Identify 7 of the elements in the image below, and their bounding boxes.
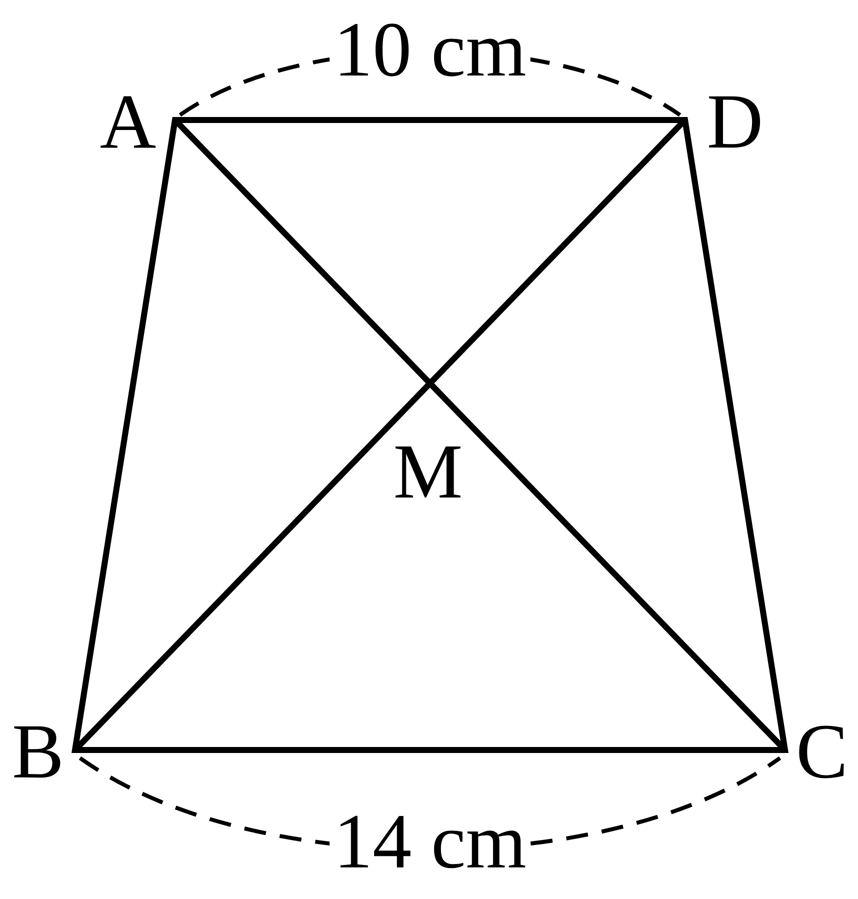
vertex-label: M: [396, 446, 460, 498]
vertex-label: C: [799, 726, 844, 778]
vertex-label: A: [100, 96, 156, 148]
vertex-label: D: [709, 96, 760, 148]
dimension-label: 14 cm: [330, 812, 530, 872]
dimension-label: 10 cm: [330, 20, 530, 80]
vertex-label: B: [14, 726, 60, 778]
